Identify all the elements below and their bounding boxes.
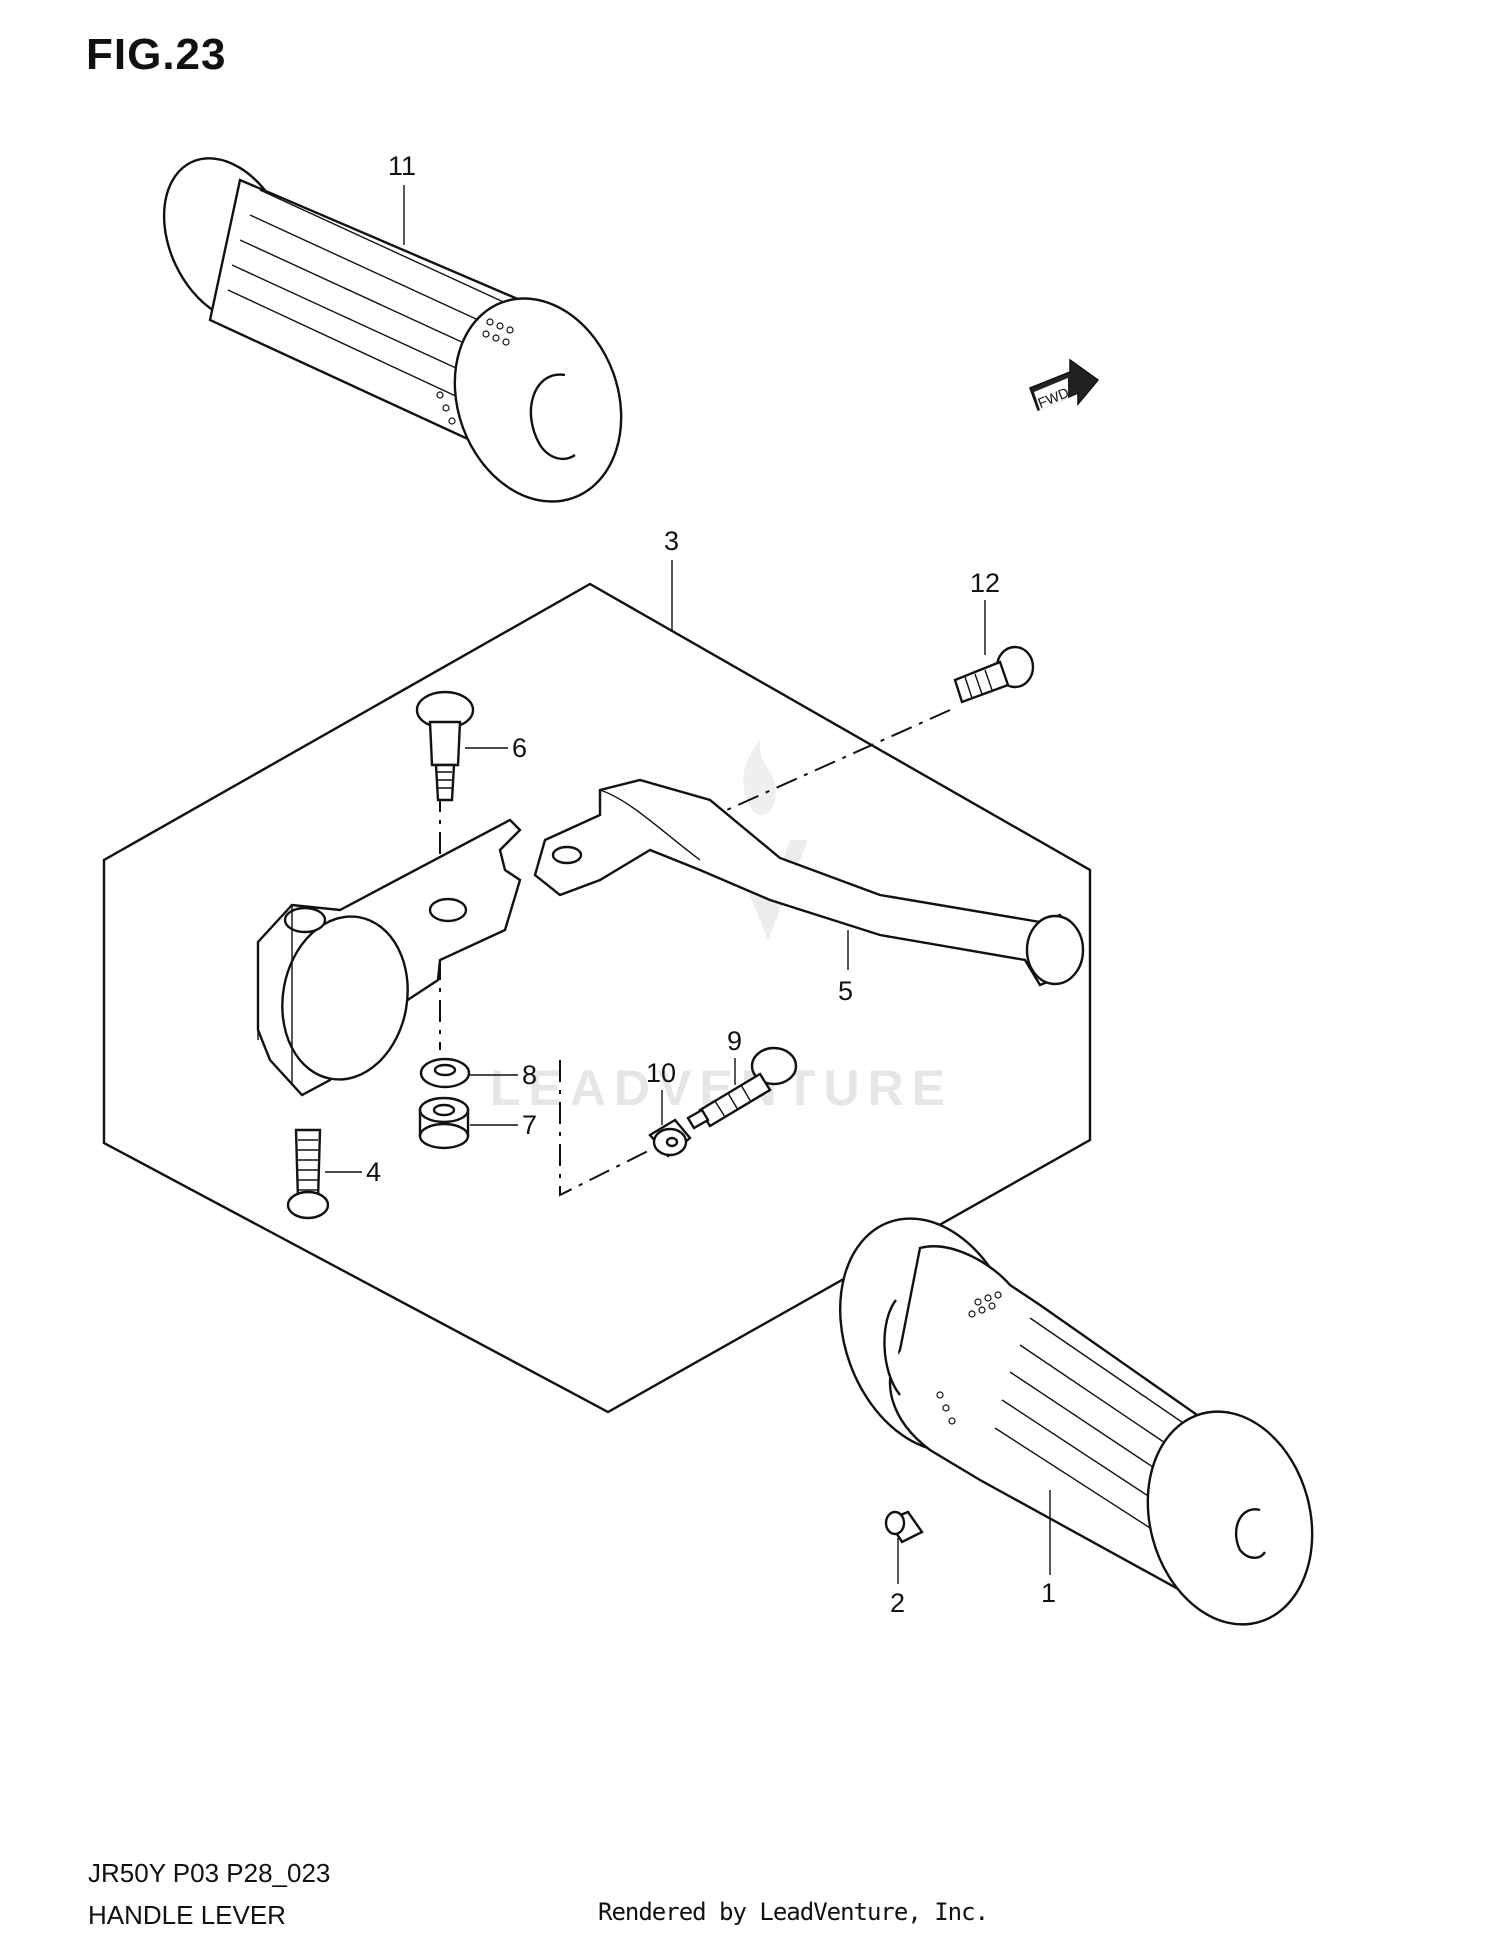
callout-leaders <box>325 185 1051 1584</box>
callout-12: 12 <box>970 568 1000 598</box>
diagram-code: JR50Y P03 P28_023 <box>88 1858 331 1888</box>
callout-7: 7 <box>522 1110 537 1140</box>
callout-4: 4 <box>366 1157 381 1187</box>
lever-assembly-outline <box>102 582 1092 1414</box>
callout-3: 3 <box>664 526 679 556</box>
callout-2: 2 <box>890 1588 905 1618</box>
plug-part-2 <box>884 1510 924 1544</box>
grip-right-part-1 <box>838 1217 1314 1626</box>
grip-left-part-11 <box>162 157 623 503</box>
callout-6: 6 <box>512 733 527 763</box>
diagram-name: HANDLE LEVER <box>88 1900 286 1930</box>
pivot-bolt-part-6 <box>415 690 475 802</box>
fwd-arrow-icon: FWD <box>1029 358 1100 411</box>
screw-part-4 <box>286 1128 330 1220</box>
rendered-by-credit: Rendered by LeadVenture, Inc. <box>598 1898 989 1926</box>
callout-9: 9 <box>727 1026 742 1056</box>
centerline-9-10 <box>559 1060 651 1197</box>
nut-part-10 <box>648 1118 692 1158</box>
washer-part-8 <box>419 1057 471 1089</box>
clutch-lever-part-5 <box>533 778 1085 987</box>
centerline-12 <box>699 709 951 823</box>
screw-part-12 <box>953 645 1035 704</box>
callout-11: 11 <box>388 151 416 181</box>
nut-part-7 <box>418 1096 470 1150</box>
figure-title: FIG.23 <box>86 30 227 79</box>
callout-10: 10 <box>646 1058 676 1088</box>
callout-8: 8 <box>522 1060 537 1090</box>
callout-1: 1 <box>1041 1578 1056 1608</box>
adjuster-screw-part-9 <box>686 1046 798 1130</box>
lever-bracket <box>256 818 522 1097</box>
callout-5: 5 <box>838 976 853 1006</box>
